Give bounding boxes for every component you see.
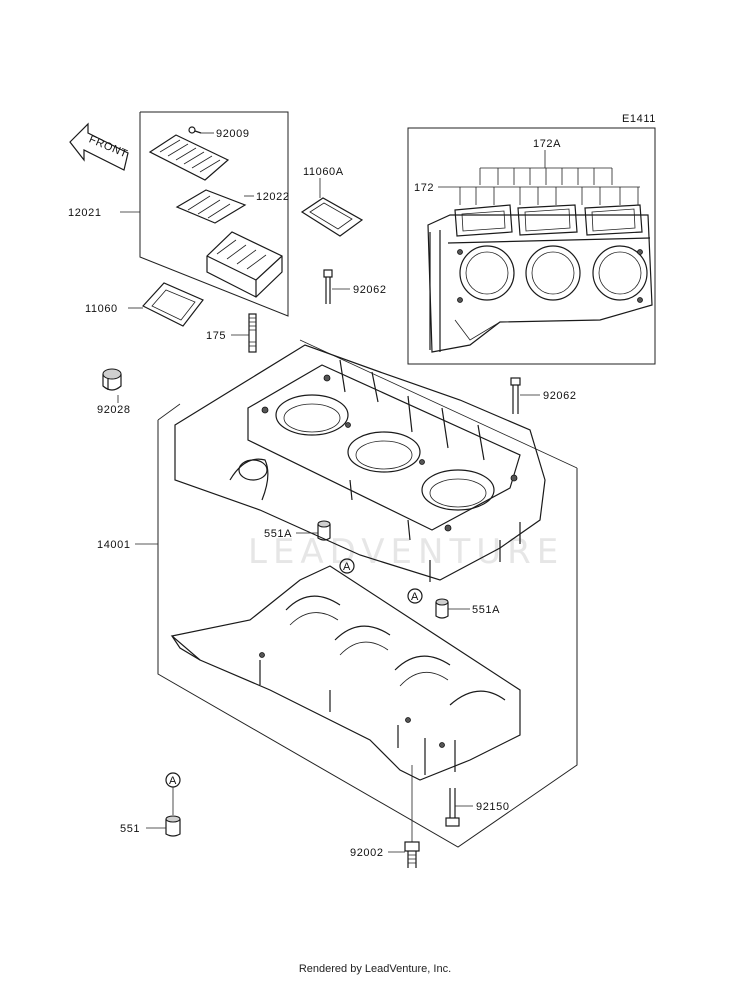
gasket-11060-icon (142, 282, 204, 327)
footer-credit: Rendered by LeadVenture, Inc. (298, 963, 452, 975)
screw-92009-icon (188, 126, 202, 134)
label-551A-left: 551A (264, 528, 292, 540)
svg-text:A: A (411, 591, 419, 603)
label-11060A: 11060A (303, 166, 344, 178)
lower-crankcase-icon (170, 565, 521, 781)
bolt-92062-top-icon (323, 269, 333, 304)
reed-petal-icon (148, 134, 230, 181)
reed-block-icon (206, 231, 283, 298)
front-arrow-icon: FRONT (69, 122, 129, 171)
label-92009: 92009 (216, 128, 250, 140)
ref-mark-a2: A (407, 588, 423, 604)
label-12021: 12021 (68, 207, 102, 219)
watermark-text: LEADVENTURE (248, 532, 564, 572)
reed-stopper-icon (175, 189, 247, 224)
label-12022: 12022 (256, 191, 290, 203)
bolt-92002-icon (404, 841, 420, 868)
label-92062-right: 92062 (543, 390, 577, 402)
bolt-92150-icon (445, 788, 460, 827)
crankcase-bracket (157, 420, 578, 848)
label-92028: 92028 (97, 404, 131, 416)
reed-valve-group: 92009 12022 12021 (68, 111, 290, 317)
label-551A-right: 551A (472, 604, 500, 616)
label-172: 172 (414, 182, 434, 194)
ref-mark-a1: A (339, 558, 355, 574)
label-92150: 92150 (476, 801, 510, 813)
label-14001: 14001 (97, 539, 131, 551)
label-92002: 92002 (350, 847, 384, 859)
svg-text:A: A (169, 775, 177, 787)
front-arrow-label: FRONT (87, 133, 129, 160)
label-172A: 172A (533, 138, 561, 150)
diagram-code: E1411 (622, 113, 656, 125)
svg-text:A: A (343, 561, 351, 573)
dowel-551-icon (165, 815, 181, 837)
cylinder-inset: 172A 172 (407, 127, 656, 365)
dowel-551A-right-icon (435, 598, 449, 619)
stud-175-icon (248, 313, 257, 353)
upper-crankcase-icon (174, 344, 546, 582)
gasket-11060A-icon (300, 197, 364, 237)
label-551: 551 (120, 823, 140, 835)
dowel-551A-left-icon (317, 520, 331, 541)
label-11060: 11060 (85, 303, 118, 315)
label-92062-top: 92062 (353, 284, 387, 296)
label-175: 175 (206, 330, 226, 342)
plug-92028-icon (102, 368, 122, 391)
bolt-92062-right-icon (510, 377, 521, 414)
ref-mark-a3: A (165, 772, 181, 788)
